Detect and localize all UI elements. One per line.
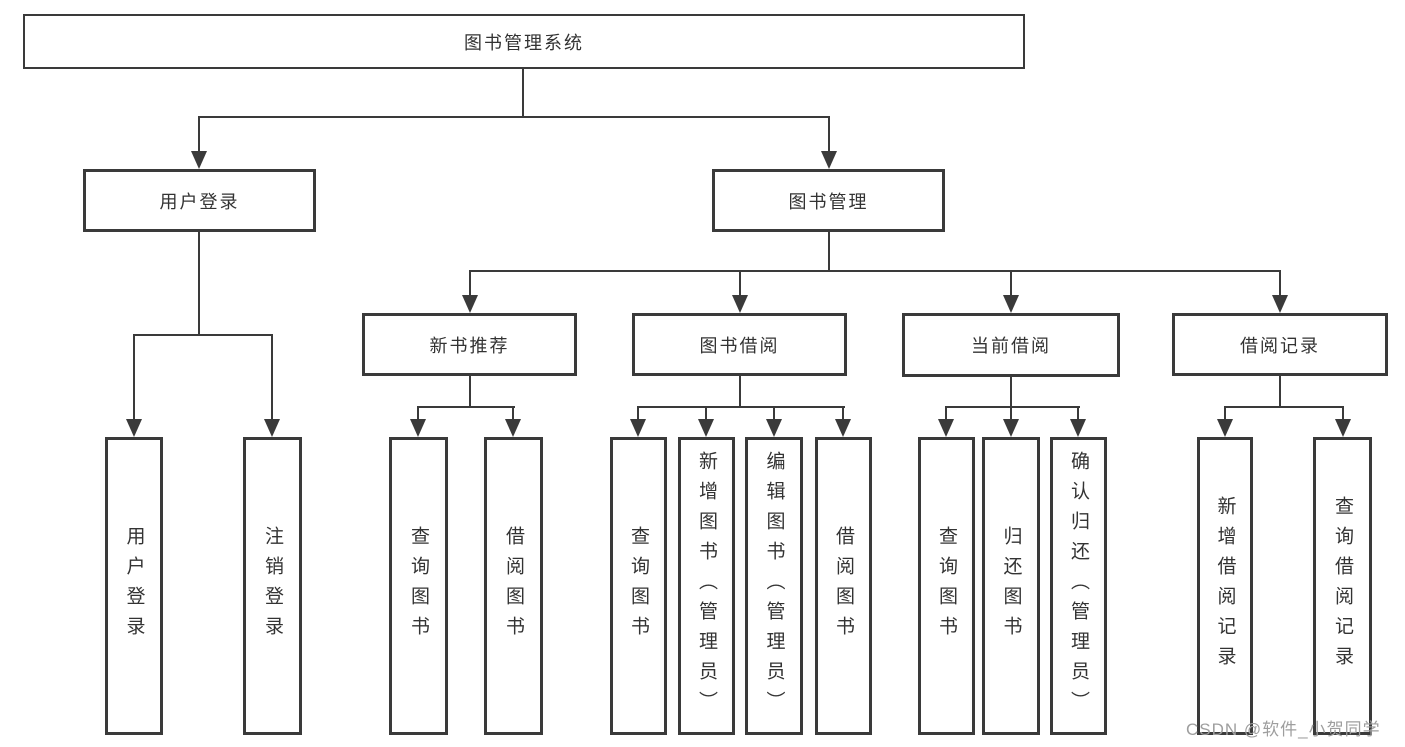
connector-line: [637, 406, 845, 408]
connector-line: [842, 408, 844, 419]
leaf-edit-books-admin-label: 编辑图书（管理员）: [763, 451, 785, 721]
connector-line: [1279, 272, 1281, 295]
leaf-add-borrow-record-label: 新增借阅记录: [1214, 496, 1236, 676]
leaf-return-books: 归还图书: [982, 437, 1040, 735]
connector-line: [828, 232, 830, 272]
node-user-login: 用户登录: [83, 169, 316, 232]
connector-line: [705, 408, 707, 419]
connector-line: [133, 335, 135, 419]
leaf-confirm-return-admin-label: 确认归还（管理员）: [1068, 451, 1089, 721]
connector-line: [1010, 408, 1012, 419]
arrowhead-icon: [821, 151, 837, 169]
connector-line: [1224, 406, 1344, 408]
arrowhead-icon: [1003, 419, 1019, 437]
node-new-book-recommend-label: 新书推荐: [429, 335, 510, 356]
node-borrow-records-label: 借阅记录: [1240, 335, 1320, 356]
leaf-recommend-query-books: 查询图书: [389, 437, 448, 735]
connector-line: [469, 376, 471, 408]
node-book-borrow-label: 图书借阅: [699, 335, 780, 356]
connector-line: [198, 232, 200, 336]
arrowhead-icon: [1003, 295, 1019, 313]
node-borrow-records: 借阅记录: [1172, 313, 1388, 376]
connector-line: [1077, 408, 1079, 419]
arrowhead-icon: [1217, 419, 1233, 437]
arrowhead-icon: [630, 419, 646, 437]
connector-line: [133, 334, 273, 336]
connector-line: [198, 116, 830, 118]
leaf-add-books-admin: 新增图书（管理员）: [678, 437, 735, 735]
leaf-recommend-borrow-books-label: 借阅图书: [503, 526, 524, 646]
node-book-management-label: 图书管理: [788, 191, 869, 212]
arrowhead-icon: [835, 419, 851, 437]
leaf-logout: 注销登录: [243, 437, 302, 735]
leaf-borrow-books: 借阅图书: [815, 437, 872, 735]
connector-line: [637, 408, 639, 419]
connector-line: [739, 376, 741, 408]
leaf-borrow-books-label: 借阅图书: [833, 526, 854, 646]
node-user-login-label: 用户登录: [159, 191, 240, 212]
connector-line: [198, 117, 200, 153]
arrowhead-icon: [698, 419, 714, 437]
connector-line: [1010, 377, 1012, 408]
node-current-borrow-label: 当前借阅: [971, 336, 1051, 356]
leaf-recommend-query-books-label: 查询图书: [408, 526, 429, 646]
node-root: 图书管理系统: [23, 14, 1025, 69]
arrowhead-icon: [1272, 295, 1288, 313]
arrowhead-icon: [462, 295, 478, 313]
arrowhead-icon: [264, 419, 280, 437]
arrowhead-icon: [191, 151, 207, 169]
connector-line: [522, 69, 524, 117]
connector-line: [1279, 376, 1281, 408]
connector-line: [1224, 408, 1226, 419]
leaf-recommend-borrow-books: 借阅图书: [484, 437, 543, 735]
arrowhead-icon: [938, 419, 954, 437]
arrowhead-icon: [410, 419, 426, 437]
leaf-confirm-return-admin: 确认归还（管理员）: [1050, 437, 1107, 735]
connector-line: [512, 408, 514, 419]
leaf-query-borrow-record: 查询借阅记录: [1313, 437, 1372, 735]
arrowhead-icon: [505, 419, 521, 437]
connector-line: [271, 335, 273, 419]
connector-line: [945, 408, 947, 419]
leaf-borrow-query-books: 查询图书: [610, 437, 667, 735]
arrowhead-icon: [126, 419, 142, 437]
arrowhead-icon: [732, 295, 748, 313]
node-current-borrow: 当前借阅: [902, 313, 1120, 377]
leaf-return-books-label: 归还图书: [1000, 526, 1022, 646]
connector-line: [417, 408, 419, 419]
connector-line: [945, 406, 1080, 408]
leaf-current-query-books: 查询图书: [918, 437, 975, 735]
leaf-user-login: 用户登录: [105, 437, 163, 735]
leaf-add-books-admin-label: 新增图书（管理员）: [696, 451, 717, 721]
node-root-label: 图书管理系统: [464, 32, 584, 53]
connector-line: [469, 270, 1281, 272]
leaf-logout-label: 注销登录: [262, 526, 283, 646]
node-book-management: 图书管理: [712, 169, 945, 232]
leaf-add-borrow-record: 新增借阅记录: [1197, 437, 1253, 735]
leaf-edit-books-admin: 编辑图书（管理员）: [745, 437, 803, 735]
connector-line: [739, 272, 741, 295]
watermark: CSDN @软件_小贺同学: [1186, 720, 1381, 739]
leaf-borrow-query-books-label: 查询图书: [628, 526, 649, 646]
arrowhead-icon: [766, 419, 782, 437]
leaf-query-borrow-record-label: 查询借阅记录: [1332, 496, 1353, 676]
connector-line: [469, 272, 471, 295]
node-new-book-recommend: 新书推荐: [362, 313, 577, 376]
node-book-borrow: 图书借阅: [632, 313, 847, 376]
leaf-current-query-books-label: 查询图书: [936, 526, 957, 646]
connector-line: [773, 408, 775, 419]
leaf-user-login-label: 用户登录: [123, 526, 145, 646]
connector-line: [417, 406, 515, 408]
connector-line: [1010, 272, 1012, 295]
arrowhead-icon: [1335, 419, 1351, 437]
connector-line: [828, 117, 830, 153]
arrowhead-icon: [1070, 419, 1086, 437]
connector-line: [1342, 408, 1344, 419]
